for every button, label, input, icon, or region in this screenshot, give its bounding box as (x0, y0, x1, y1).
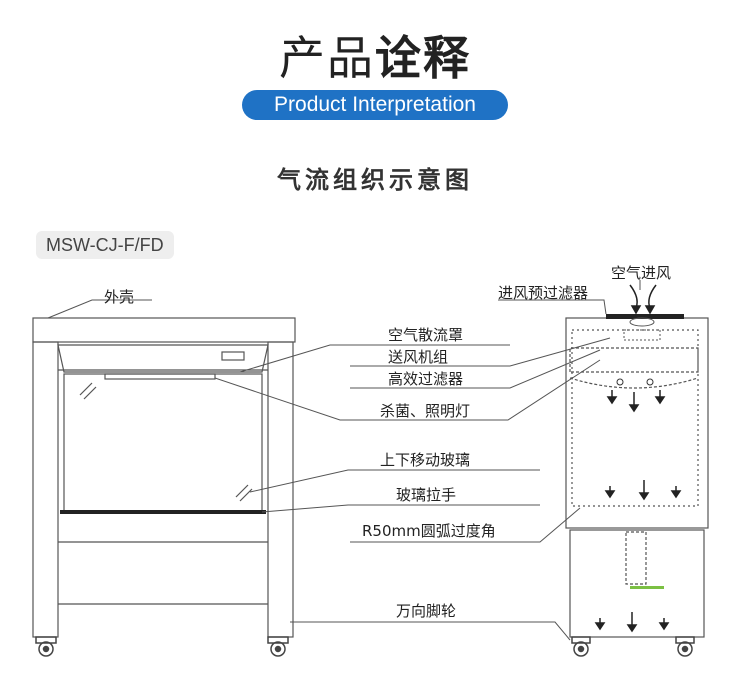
label-shell: 外壳 (104, 288, 135, 306)
side-view (565, 317, 709, 638)
side-casters (571, 636, 695, 657)
diagram-title: 气流组织示意图 (277, 166, 473, 194)
indicator-light (630, 586, 664, 589)
label-air-in: 空气进风 (611, 264, 672, 282)
label-fan-unit: 送风机组 (388, 348, 449, 366)
sliding-glass-panel (63, 373, 263, 513)
air-diffuser-shape (57, 344, 269, 373)
label-casters: 万向脚轮 (396, 602, 457, 620)
label-glass-handle: 玻璃拉手 (396, 486, 457, 504)
label-corner-radius: R50mm圆弧过度角 (362, 522, 496, 540)
uv-lamp (104, 373, 216, 380)
fan (629, 317, 655, 327)
model-tag: MSW-CJ-F/FD (36, 231, 174, 259)
page-title: 产品诠释 (0, 22, 750, 88)
front-view (32, 317, 296, 638)
control-panel (221, 351, 245, 361)
label-air-diffuser: 空气散流罩 (388, 326, 464, 344)
title-bold: 诠释 (375, 31, 471, 85)
label-pre-filter: 进风预过滤器 (498, 284, 589, 302)
pre-filter-plate (606, 314, 684, 319)
leader-lines (47, 280, 641, 641)
label-hepa-filter: 高效过滤器 (388, 370, 464, 388)
label-uv-lighting: 杀菌、照明灯 (380, 402, 471, 420)
airflow-arrows (594, 284, 682, 633)
front-casters (35, 636, 289, 657)
title-light: 产品 (279, 31, 375, 85)
left-post (32, 341, 59, 638)
english-title-badge: Product Interpretation (242, 90, 508, 120)
top-panel (32, 317, 296, 343)
label-sliding-glass: 上下移动玻璃 (380, 451, 471, 469)
right-post (267, 341, 294, 638)
